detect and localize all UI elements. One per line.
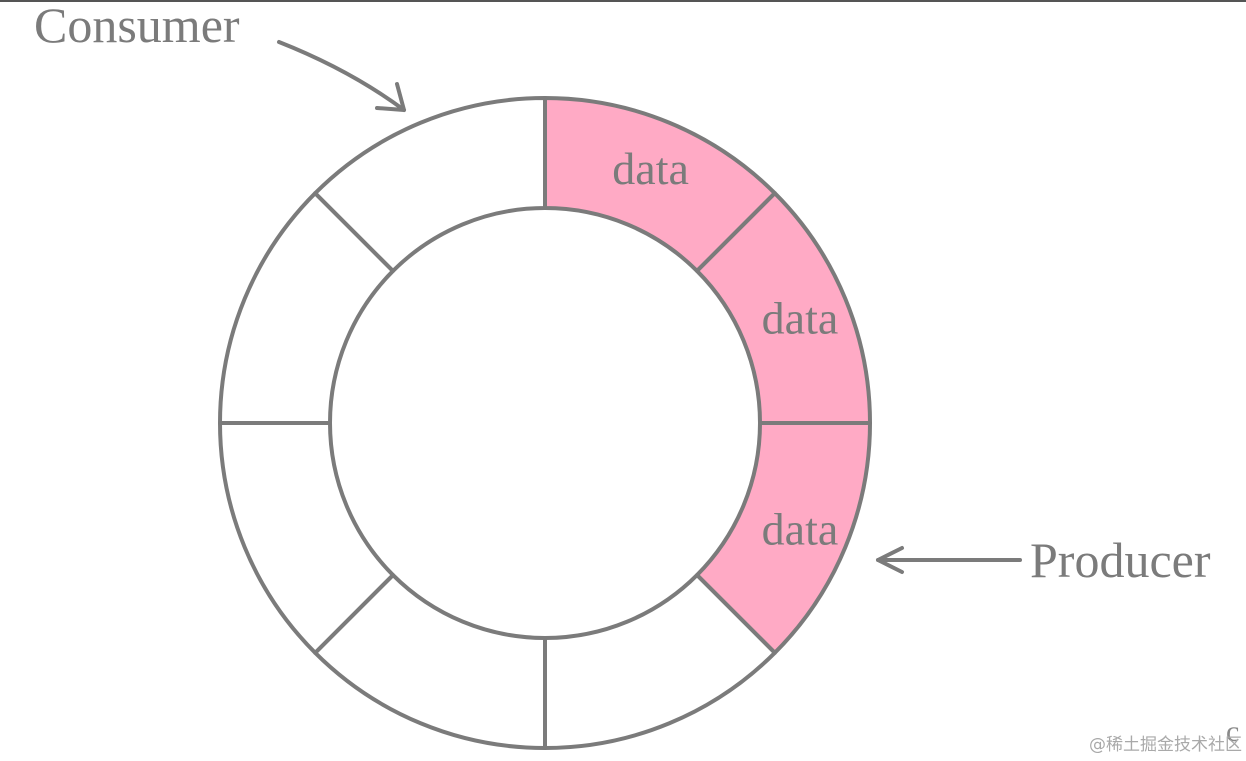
producer-arrow: [876, 546, 1022, 574]
watermark: @稀土掘金技术社区: [1089, 735, 1242, 755]
buffer-slot-8: [313, 96, 547, 273]
producer-label: Producer: [1030, 532, 1211, 588]
buffer-slot-3-label: data: [762, 504, 839, 555]
ring-buffer: [218, 96, 872, 750]
corner-mark: c: [1226, 715, 1239, 748]
buffer-slot-1-label: data: [612, 143, 689, 194]
consumer-label: Consumer: [34, 0, 240, 53]
buffer-slot-2-label: data: [762, 292, 839, 343]
consumer-arrow: [277, 40, 406, 112]
slot-labels: data data data: [612, 143, 838, 555]
